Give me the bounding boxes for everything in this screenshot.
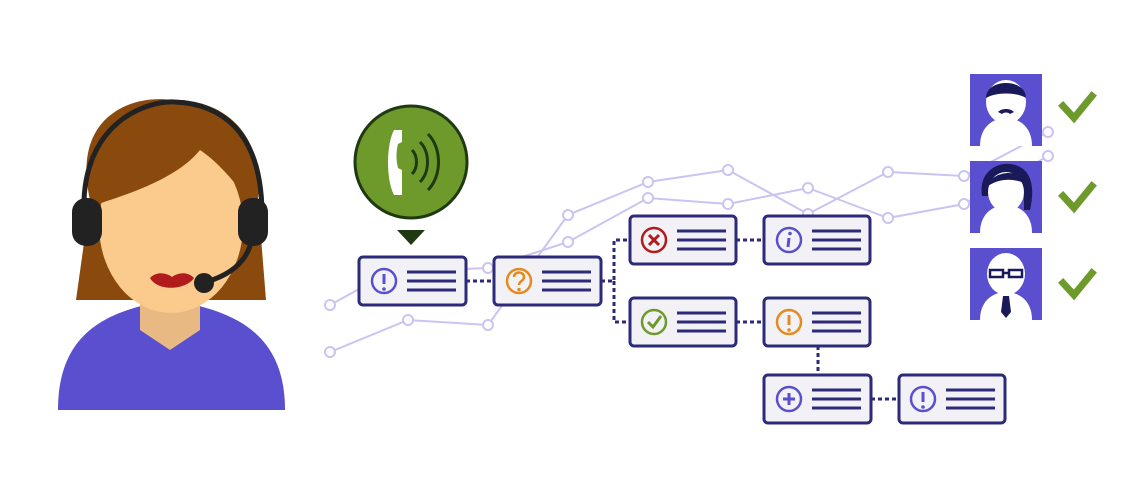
- phone-ringing-icon: [353, 104, 469, 245]
- plus-icon: [775, 385, 803, 413]
- exclamation-icon: [775, 308, 803, 336]
- checkmark-icon: [1058, 181, 1097, 214]
- x-circle-icon: [640, 226, 668, 254]
- flow-box-add: [762, 373, 873, 425]
- check-circle-icon: [640, 308, 668, 336]
- customer-avatar-1: [970, 74, 1042, 146]
- question-icon: [505, 267, 533, 295]
- headset-agent-icon: [58, 99, 285, 410]
- flow-connectors: [466, 238, 899, 401]
- flow-box-warning: [762, 296, 872, 348]
- flow-box-error: [628, 214, 738, 266]
- network-lines: [324, 126, 1054, 358]
- exclamation-icon: [909, 385, 937, 413]
- flow-box-info: [762, 214, 872, 266]
- customer-avatar-2: [970, 161, 1042, 233]
- customer-avatar-3: [970, 248, 1042, 320]
- flow-box-question: [492, 255, 603, 307]
- exclamation-icon: [370, 267, 398, 295]
- checkmark-icon: [1058, 268, 1097, 301]
- flow-box-alert-final: [897, 373, 1007, 425]
- network-nodes: [324, 126, 1054, 358]
- flow-box-alert: [357, 255, 468, 307]
- checkmark-icon: [1058, 91, 1097, 124]
- flow-box-ok: [628, 296, 738, 348]
- info-icon: [775, 226, 803, 254]
